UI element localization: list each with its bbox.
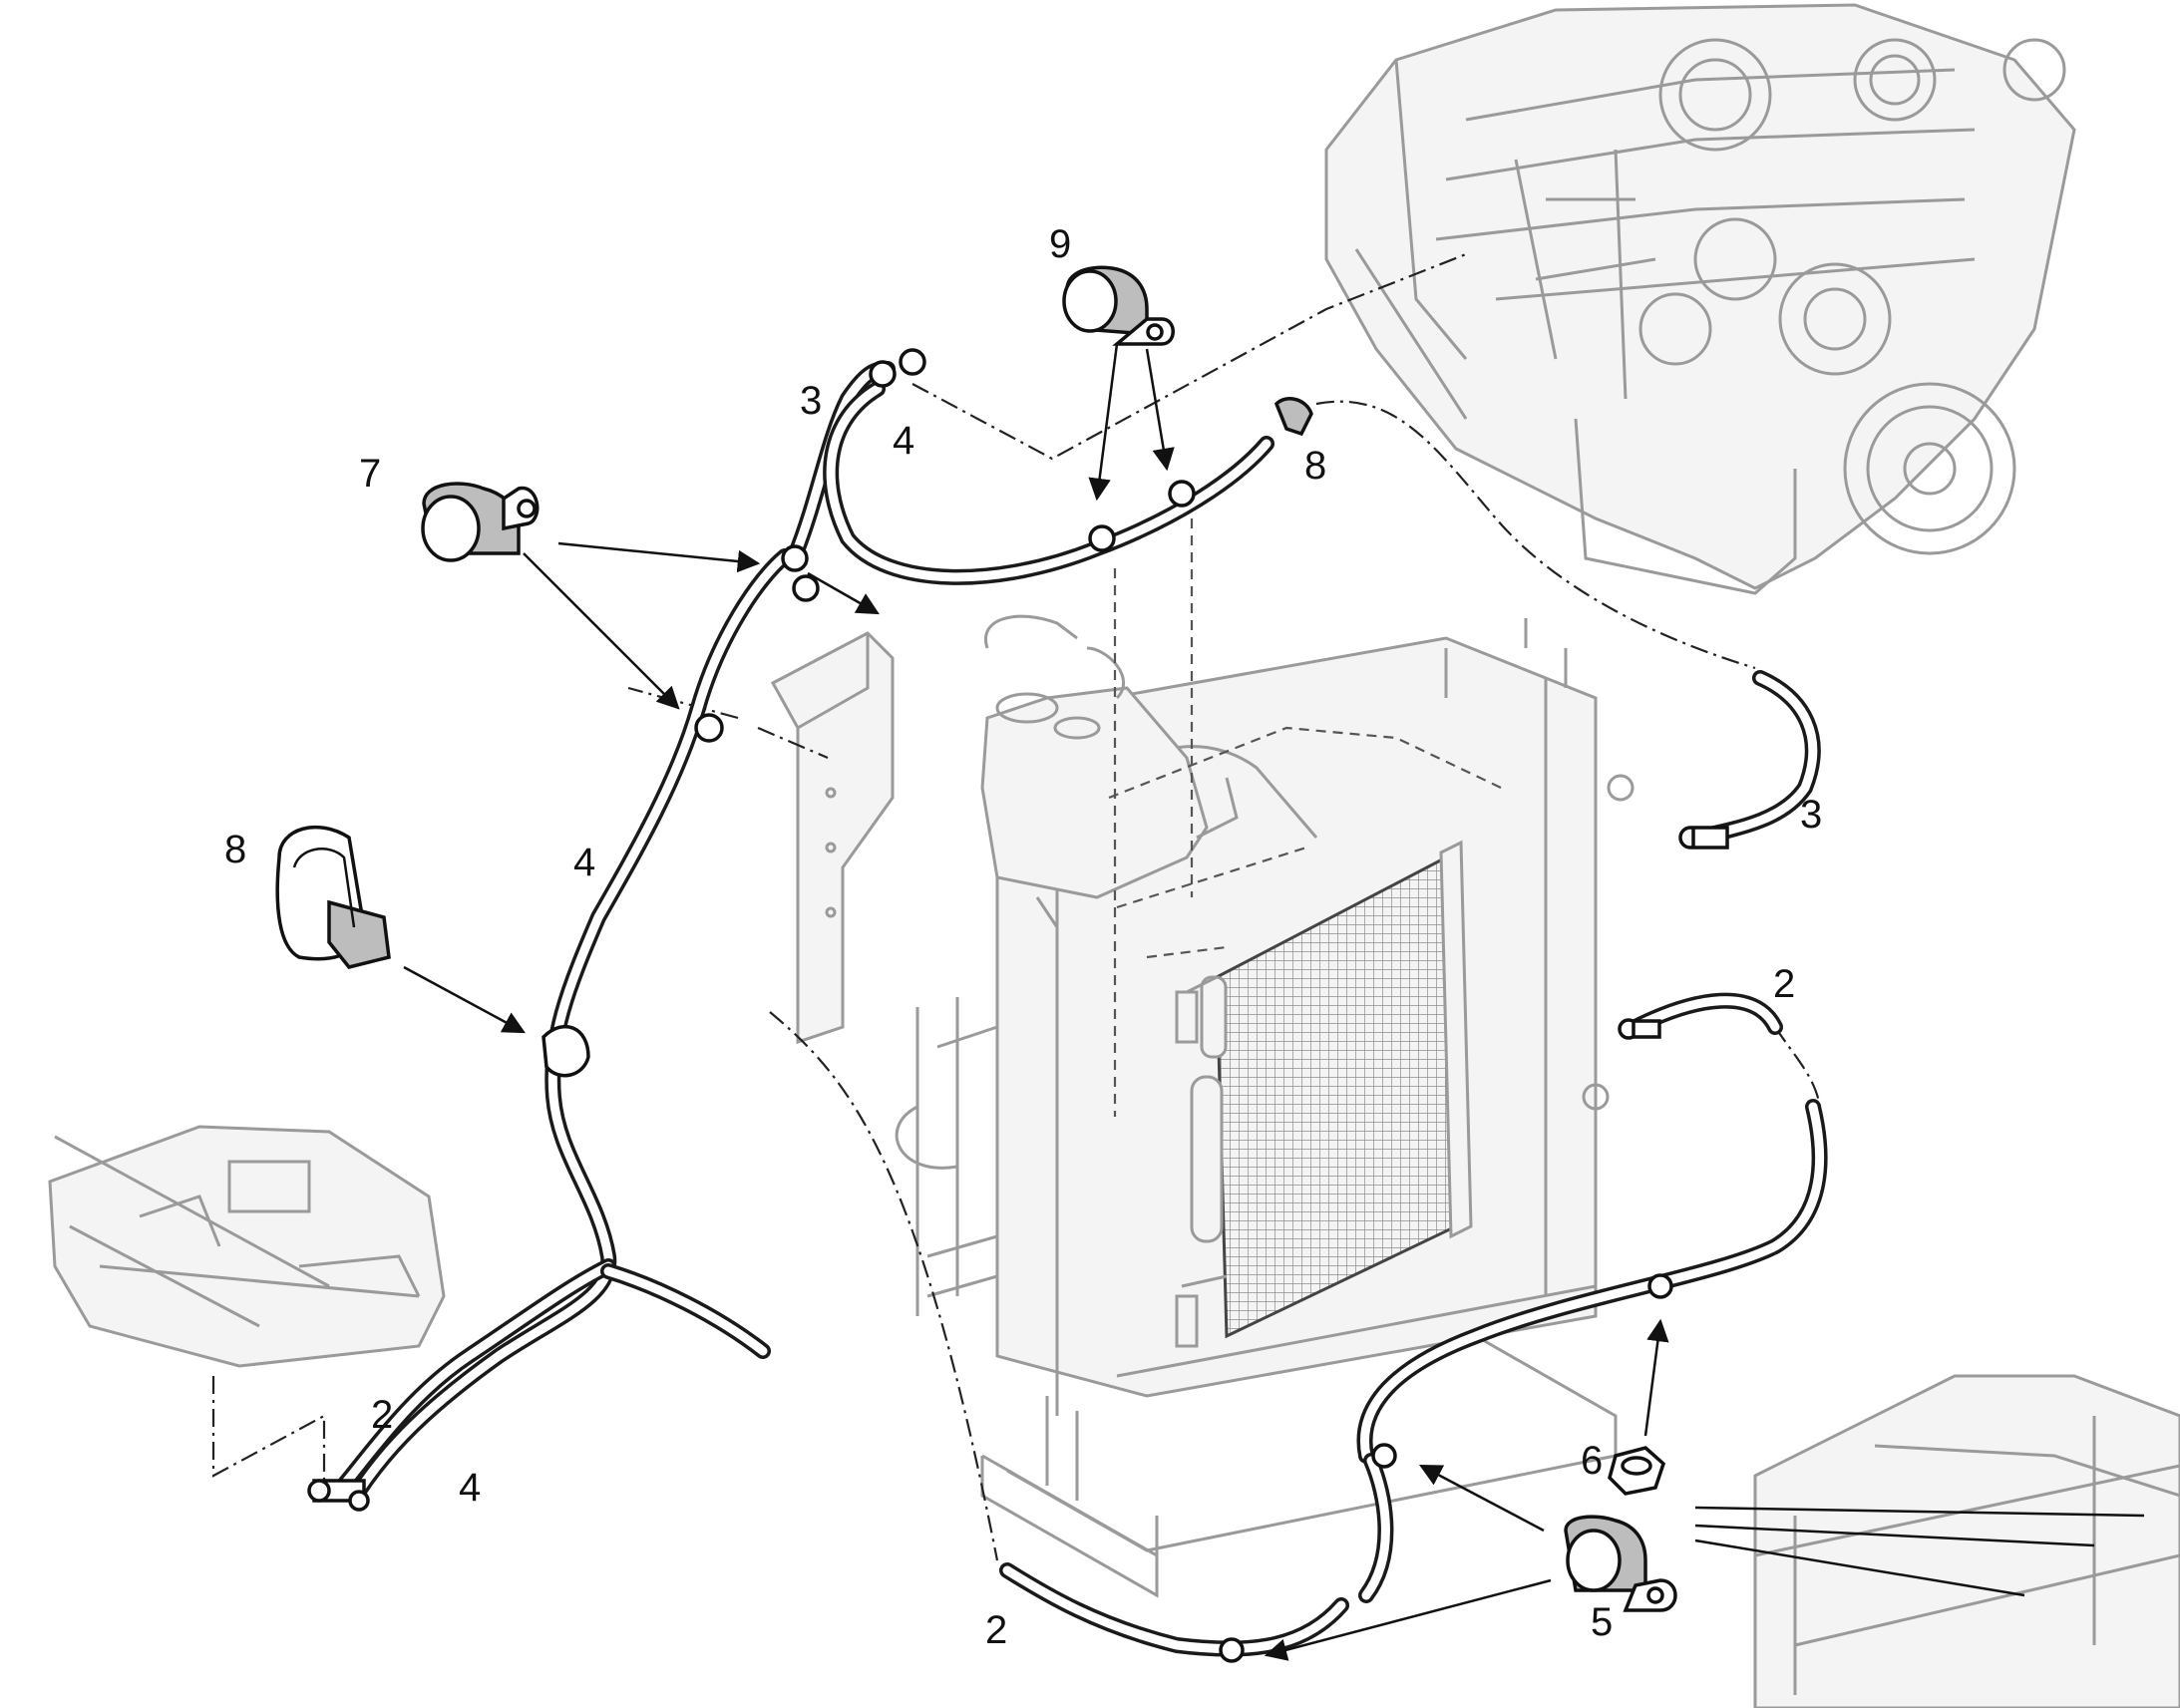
hose-2-right <box>1356 992 1828 1464</box>
hose-4-main <box>351 548 793 1499</box>
fitting-right <box>1678 826 1729 850</box>
callout-2-right: 2 <box>1773 962 1795 1006</box>
expansion-tank <box>980 614 1239 899</box>
hvac-unit <box>48 1125 446 1368</box>
hose-2-bottom <box>999 1453 1394 1657</box>
callout-3-right: 3 <box>1800 793 1822 837</box>
condenser <box>1175 840 1473 1348</box>
hose-3-right <box>1687 670 1821 846</box>
clamp-small-7 <box>1219 1637 1245 1663</box>
callout-4-mid: 4 <box>573 841 595 884</box>
callout-7: 7 <box>359 452 381 496</box>
clamp-small-5 <box>1647 1273 1673 1299</box>
clamp-9 <box>1062 265 1175 346</box>
clamp-small-6 <box>1371 1443 1397 1469</box>
fittings <box>307 348 1729 1663</box>
engine-turbo <box>1658 38 2066 152</box>
clamp-small-4 <box>694 713 724 743</box>
arrows <box>403 343 1669 1661</box>
nut-6 <box>1608 1446 1666 1496</box>
callout-9: 9 <box>1049 222 1071 266</box>
callout-5: 5 <box>1591 1600 1613 1644</box>
engine-pulley <box>1638 217 2016 555</box>
hose-2-left <box>331 1258 771 1499</box>
fitting-right-2 <box>1618 1018 1661 1040</box>
callouts: 9 3 4 7 8 8 4 3 2 2 4 6 5 2 <box>224 222 1822 1652</box>
callout-2-bottom: 2 <box>985 1608 1007 1652</box>
callout-3-top: 3 <box>800 379 822 423</box>
hose-clip-8-top <box>1273 397 1313 437</box>
mounting-bracket <box>770 631 895 1045</box>
hose-3-top <box>788 361 1274 585</box>
fitting-bottom-left <box>307 1479 370 1512</box>
callout-4-bottom: 4 <box>459 1466 481 1510</box>
clamp-7 <box>421 482 540 562</box>
callout-8-top: 8 <box>1304 444 1326 488</box>
clamp-small-3 <box>781 544 820 602</box>
callout-6: 6 <box>1581 1439 1603 1483</box>
phantom-lines <box>211 252 1822 1561</box>
engine-illustration <box>1324 3 2076 595</box>
clamp-small-1 <box>1088 524 1116 552</box>
clamp-5 <box>1564 1515 1677 1612</box>
callout-2-left: 2 <box>371 1393 393 1437</box>
clamp-small-2 <box>1168 480 1196 508</box>
callout-8-left: 8 <box>224 828 246 871</box>
hose-clip-8-mid <box>542 1025 590 1078</box>
chassis-frame <box>1694 1374 2180 1708</box>
fitting-top-left <box>869 348 926 388</box>
hose-strap-8 <box>275 825 391 969</box>
callout-4-top: 4 <box>893 419 914 463</box>
